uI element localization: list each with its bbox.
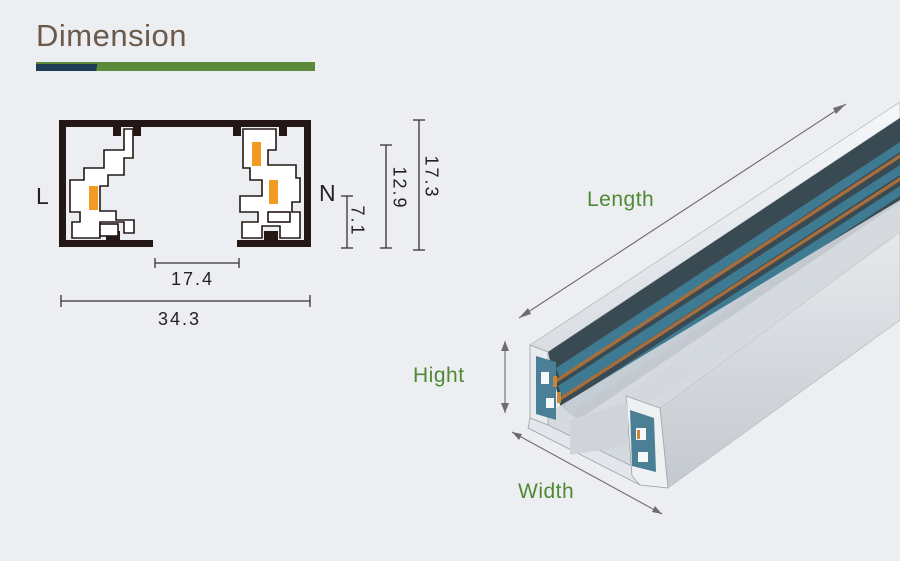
height-label: Hight — [413, 364, 465, 387]
opening-width-value: 17.4 — [171, 269, 215, 289]
title-underline — [36, 62, 315, 71]
width-label: Width — [518, 480, 575, 503]
terminal-label-n: N — [319, 180, 336, 206]
left-insulator — [69, 128, 135, 239]
total-width-value: 34.3 — [158, 309, 202, 329]
right-conductor-upper — [252, 142, 261, 166]
product-dimension-arrows — [501, 103, 847, 515]
left-conductor — [89, 186, 98, 210]
page-title: Dimension — [36, 18, 187, 53]
right-conductor-lower — [269, 180, 278, 204]
length-label: Length — [587, 188, 655, 211]
track-end-profile — [527, 344, 669, 489]
terminal-label-l: L — [36, 183, 49, 209]
width-dimension-lines — [60, 258, 311, 307]
height-dimension-lines — [341, 119, 425, 251]
